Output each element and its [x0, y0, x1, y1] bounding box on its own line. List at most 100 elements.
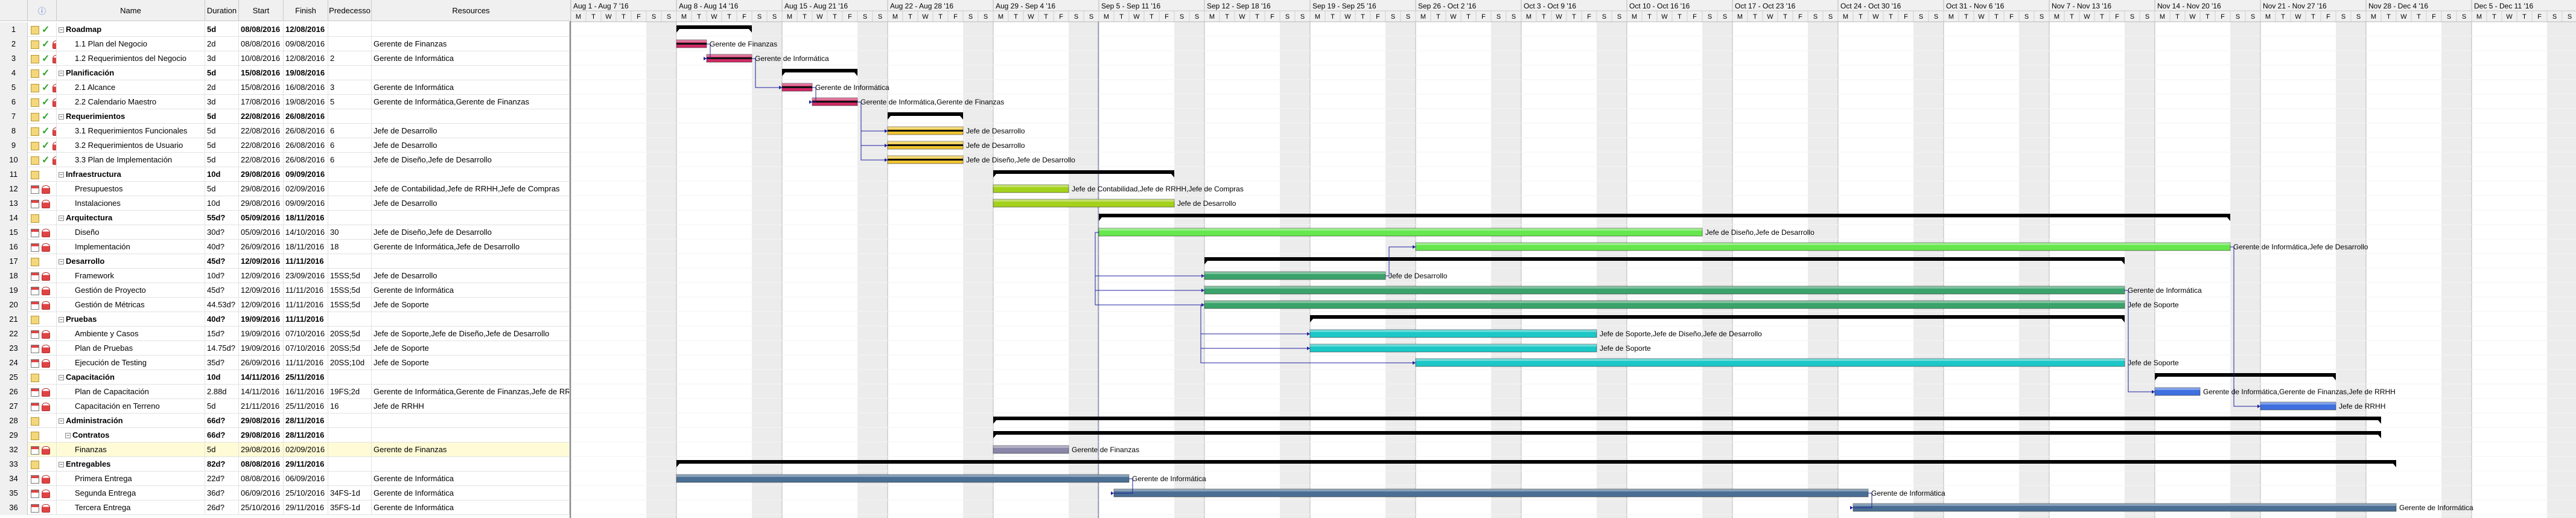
indicators[interactable] [28, 457, 57, 472]
task-finish[interactable]: 29/11/2016 [284, 457, 328, 472]
task-finish[interactable]: 19/08/2016 [284, 95, 328, 109]
task-predecessors[interactable]: 3 [328, 80, 372, 95]
row-number[interactable]: 10 [0, 153, 28, 167]
task-predecessors[interactable]: 15SS;5d [328, 283, 372, 298]
task-duration[interactable]: 44.53d? [205, 298, 239, 312]
task-predecessors[interactable] [328, 414, 372, 428]
task-resources[interactable]: Jefe de Desarrollo [372, 196, 570, 211]
task-resources[interactable] [372, 254, 570, 269]
indicators[interactable]: ✓ [28, 51, 57, 66]
task-name[interactable]: Ambiente y Casos [57, 327, 205, 341]
task-finish[interactable]: 09/09/2016 [284, 167, 328, 182]
task-finish[interactable]: 12/08/2016 [284, 22, 328, 37]
task-predecessors[interactable] [328, 457, 372, 472]
task-start[interactable]: 19/09/2016 [239, 341, 284, 356]
task-resources[interactable]: Jefe de RRHH [372, 399, 570, 414]
task-finish[interactable]: 25/11/2016 [284, 370, 328, 385]
task-start[interactable]: 05/09/2016 [239, 211, 284, 225]
task-start[interactable]: 19/09/2016 [239, 327, 284, 341]
task-duration[interactable]: 2.88d [205, 385, 239, 399]
task-duration[interactable]: 5d [205, 399, 239, 414]
task-predecessors[interactable] [328, 66, 372, 80]
indicators[interactable] [28, 341, 57, 356]
name-column-header[interactable]: Name [57, 0, 205, 21]
task-name[interactable]: Plan de Capacitación [57, 385, 205, 399]
task-duration[interactable]: 30d? [205, 225, 239, 240]
task-start[interactable]: 10/08/2016 [239, 51, 284, 66]
row-number[interactable]: 32 [0, 443, 28, 457]
indicators[interactable] [28, 500, 57, 515]
row-number[interactable]: 29 [0, 428, 28, 443]
indicators[interactable]: ✓ [28, 80, 57, 95]
row-number[interactable]: 34 [0, 472, 28, 486]
task-start[interactable]: 29/08/2016 [239, 443, 284, 457]
indicators[interactable] [28, 254, 57, 269]
task-start[interactable]: 14/11/2016 [239, 370, 284, 385]
task-predecessors[interactable]: 34FS-1d [328, 486, 372, 500]
task-name[interactable]: Diseño [57, 225, 205, 240]
task-start[interactable]: 19/09/2016 [239, 312, 284, 327]
task-predecessors[interactable] [328, 443, 372, 457]
predecessors-column-header[interactable]: Predecesso [328, 0, 372, 21]
task-start[interactable]: 08/08/2016 [239, 22, 284, 37]
collapse-toggle-icon[interactable]: − [59, 27, 64, 33]
task-predecessors[interactable]: 6 [328, 153, 372, 167]
task-predecessors[interactable] [328, 312, 372, 327]
task-duration[interactable]: 5d [205, 443, 239, 457]
task-name[interactable]: −Requerimientos [57, 109, 205, 124]
task-start[interactable]: 26/09/2016 [239, 240, 284, 254]
task-finish[interactable]: 26/08/2016 [284, 153, 328, 167]
indicators[interactable] [28, 428, 57, 443]
task-resources[interactable]: Jefe de Desarrollo [372, 138, 570, 153]
row-number[interactable]: 13 [0, 196, 28, 211]
task-predecessors[interactable]: 30 [328, 225, 372, 240]
task-duration[interactable]: 2d [205, 80, 239, 95]
row-number[interactable]: 24 [0, 356, 28, 370]
collapse-toggle-icon[interactable]: − [59, 461, 64, 468]
task-name[interactable]: 3.2 Requerimientos de Usuario [57, 138, 205, 153]
indicators[interactable] [28, 414, 57, 428]
task-predecessors[interactable] [328, 22, 372, 37]
task-resources[interactable]: Jefe de Soporte [372, 341, 570, 356]
row-number[interactable]: 8 [0, 124, 28, 138]
task-name[interactable]: −Infraestructura [57, 167, 205, 182]
row-number[interactable]: 16 [0, 240, 28, 254]
collapse-toggle-icon[interactable]: − [65, 432, 71, 439]
task-name[interactable]: 1.2 Requerimientos del Negocio [57, 51, 205, 66]
task-start[interactable]: 12/09/2016 [239, 254, 284, 269]
task-resources[interactable] [372, 428, 570, 443]
task-name[interactable]: −Pruebas [57, 312, 205, 327]
task-start[interactable]: 29/08/2016 [239, 414, 284, 428]
task-name[interactable]: −Administración [57, 414, 205, 428]
task-resources[interactable]: Gerente de Informática [372, 80, 570, 95]
indicators[interactable]: ✓ [28, 124, 57, 138]
task-bar[interactable] [993, 184, 1069, 193]
task-predecessors[interactable]: 6 [328, 138, 372, 153]
task-duration[interactable]: 40d? [205, 240, 239, 254]
task-start[interactable]: 12/09/2016 [239, 298, 284, 312]
task-start[interactable]: 29/08/2016 [239, 428, 284, 443]
task-predecessors[interactable]: 16 [328, 399, 372, 414]
task-start[interactable]: 12/09/2016 [239, 283, 284, 298]
task-predecessors[interactable]: 18 [328, 240, 372, 254]
task-resources[interactable]: Gerente de Finanzas [372, 443, 570, 457]
